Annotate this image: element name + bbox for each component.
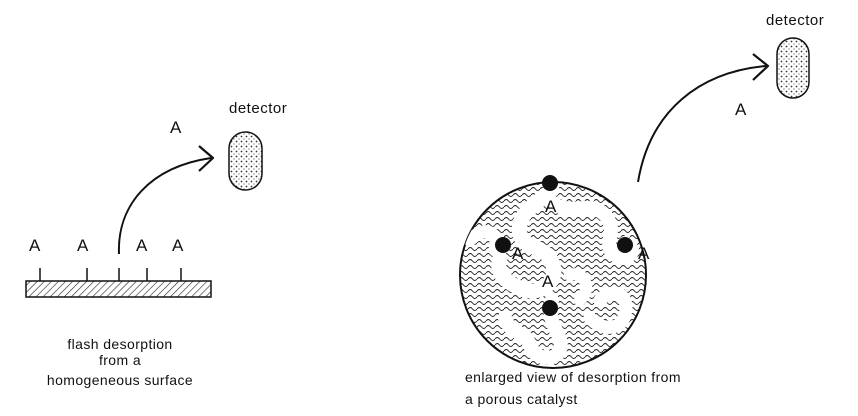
- detector-label: detector: [766, 12, 824, 29]
- right-caption: enlarged view of desorption from a porou…: [465, 366, 681, 410]
- desorption-arrow: [638, 66, 766, 182]
- pore-atom-label: A: [545, 197, 556, 217]
- caption-line: a porous catalyst: [465, 388, 681, 410]
- adsorption-sites: [40, 268, 181, 281]
- pore-atom-label: A: [638, 244, 649, 264]
- caption-line: flash desorption: [10, 336, 230, 352]
- homogeneous-surface-panel: [26, 132, 262, 297]
- caption-line: homogeneous surface: [10, 372, 230, 388]
- adsorbed-molecule-dot: [542, 175, 558, 191]
- left-caption: flash desorption from a homogeneous surf…: [10, 336, 230, 388]
- caption-line: enlarged view of desorption from: [465, 366, 681, 388]
- surface-atom-label: A: [172, 236, 183, 256]
- adsorbed-molecule-dot: [495, 237, 511, 253]
- desorbed-atom-label: A: [170, 118, 181, 138]
- pore-atom-label: A: [542, 272, 553, 292]
- homogeneous-surface-slab: [26, 281, 211, 297]
- desorption-arrow: [119, 158, 211, 254]
- adsorbed-molecule-dot: [542, 300, 558, 316]
- adsorbed-molecule-dot: [617, 237, 633, 253]
- detector-icon: [229, 132, 262, 190]
- caption-line: from a: [10, 352, 230, 368]
- desorbed-atom-label: A: [735, 100, 746, 120]
- surface-atom-label: A: [29, 236, 40, 256]
- porous-catalyst-panel: [460, 38, 809, 368]
- detector-icon: [777, 38, 809, 98]
- surface-atom-label: A: [136, 236, 147, 256]
- surface-atom-label: A: [77, 236, 88, 256]
- detector-label: detector: [229, 100, 287, 117]
- pore-atom-label: A: [512, 244, 523, 264]
